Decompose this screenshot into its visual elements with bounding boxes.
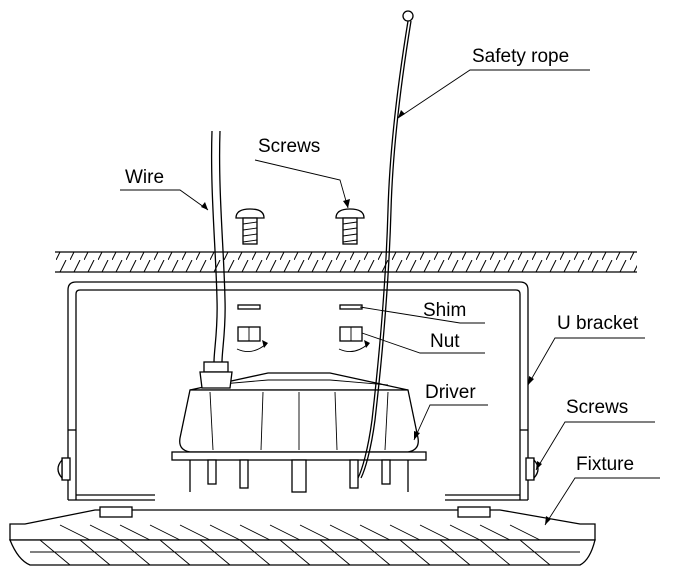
label-wire: Wire [125,167,164,188]
label-screws-side: Screws [566,397,628,418]
screw-right [335,208,365,245]
label-screws-top: Screws [258,136,320,157]
label-u-bracket: U bracket [557,313,639,334]
ceiling [55,251,637,273]
shim [237,304,363,310]
label-shim: Shim [423,300,466,321]
labels: Safety rope Screws Wire Shim Nut U brack… [125,46,639,475]
screw-left [235,208,265,245]
label-safety-rope: Safety rope [472,46,569,67]
nut [236,326,370,353]
u-bracket [67,281,529,501]
leader-arrows [201,110,551,525]
wire [199,130,233,389]
label-fixture: Fixture [576,454,634,475]
label-driver: Driver [425,382,476,403]
label-nut: Nut [430,331,460,352]
safety-rope [357,10,414,479]
driver [171,372,427,493]
fixture [9,506,596,566]
leader-lines [120,69,660,526]
side-screw-left [57,457,71,481]
